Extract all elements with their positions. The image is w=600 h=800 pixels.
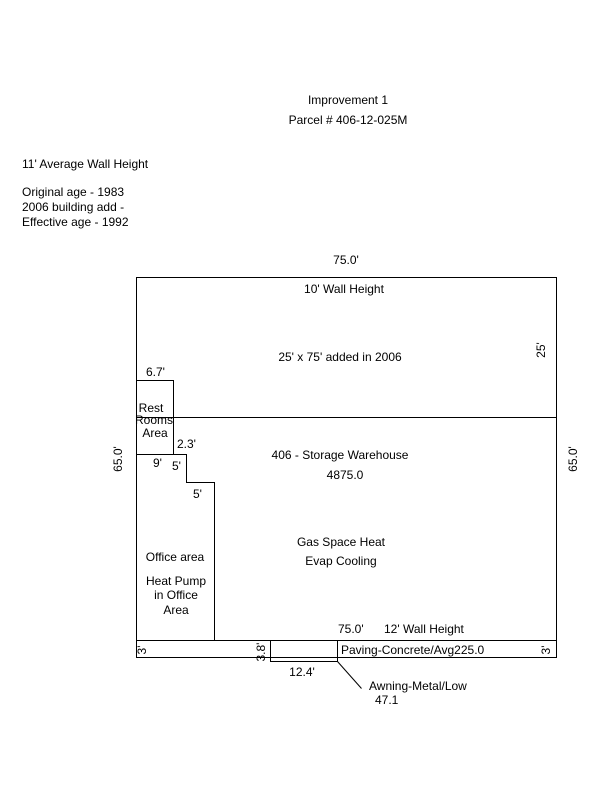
restroom-label-1: Rest [138,401,164,415]
paving-label: Paving-Concrete/Avg225.0 [341,643,485,657]
bottom-dimension: 75.0' [338,622,364,636]
bottom-wall-height: 12' Wall Height [384,622,464,636]
office-hvac-2: in Office [154,588,198,602]
office-hvac-1: Heat Pump [145,574,207,588]
warehouse-area: 4875.0 [326,468,364,482]
restroom-label-3: Area [142,426,168,440]
awning-label: Awning-Metal/Low [369,679,467,693]
effective-age-note: Effective age - 1992 [22,215,129,229]
restroom-label-2: Rooms [134,413,173,427]
restroom-width-dim: 6.7' [146,365,165,379]
wall-height-note: 11' Average Wall Height [22,157,149,171]
awning-area: 47.1 [375,693,399,707]
heat-label: Gas Space Heat [296,535,386,549]
restroom-outline [136,380,215,641]
top-dimension: 75.0' [333,253,359,267]
awning-leader-line [337,661,362,689]
step-dim-5-a: 5' [172,459,181,473]
step-dim-5-b: 5' [193,487,202,501]
awning-depth-dim: 3.8' [254,642,268,662]
warehouse-label: 406 - Storage Warehouse [271,448,409,462]
step-dim-2-3: 2.3' [177,437,196,451]
cooling-label: Evap Cooling [305,554,377,568]
paving-left-dim: 3' [135,645,149,655]
right-dimension: 65.0' [566,446,580,472]
building-add-note: 2006 building add - [22,200,125,214]
building-outline [136,277,557,658]
step-dim-9: 9' [153,456,162,470]
paving-right-dim: 3' [539,645,553,655]
addition-label: 25' x 75' added in 2006 [278,350,402,364]
office-label: Office area [145,550,205,564]
addition-dimension: 25' [534,342,548,358]
left-dimension: 65.0' [111,446,125,472]
parcel-number: Parcel # 406-12-025M [288,113,408,127]
office-hvac-3: Area [163,603,189,617]
page-title: Improvement 1 [307,93,389,107]
awning-outline [270,640,338,662]
awning-width-dim: 12.4' [289,665,315,679]
original-age-note: Original age - 1983 [22,185,125,199]
addition-wall-height: 10' Wall Height [304,282,384,296]
